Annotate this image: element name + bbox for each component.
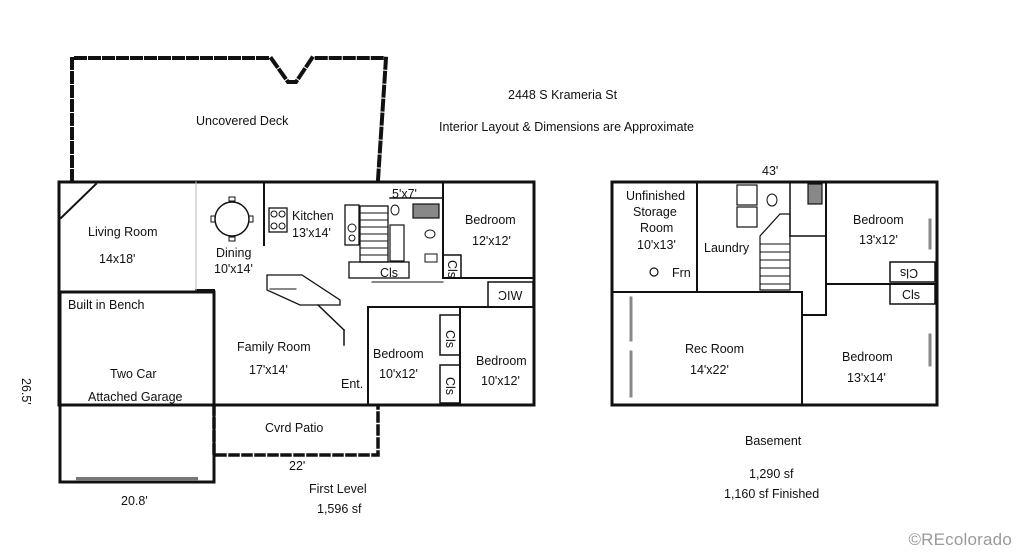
living-room-size: 14x18' [99, 252, 136, 266]
basement-bedroom-b-name: Bedroom [842, 350, 893, 364]
address-label: 2448 S Krameria St [508, 88, 618, 102]
storage-line-1: Unfinished [626, 189, 686, 203]
garage-line-1: Two Car [110, 367, 157, 381]
first-level-area: 1,596 sf [317, 502, 362, 516]
basement-title: Basement [745, 434, 802, 448]
garage-outline [58, 290, 216, 484]
laundry-label: Laundry [704, 241, 750, 255]
rec-room-size: 14'x22' [690, 363, 729, 377]
basement-finished-area: 1,160 sf Finished [724, 487, 820, 501]
watermark: ©REcolorado [908, 530, 1012, 549]
storage-line-2: Storage [633, 205, 677, 219]
bath-size: 5'x7' [392, 187, 417, 201]
garage-line-2: Attached Garage [88, 390, 183, 404]
basement-closet-a: Cls [900, 266, 919, 280]
furnace-label: Frn [672, 266, 691, 280]
deck-label: Uncovered Deck [196, 114, 289, 128]
basement-bedroom-a-name: Bedroom [853, 213, 904, 227]
dim-garage-width-label: 20.8' [121, 494, 148, 508]
basement-bedroom-b-size: 13'x14' [847, 371, 886, 385]
bedroom-b-size: 10'x12' [379, 367, 418, 381]
rec-room-name: Rec Room [685, 342, 745, 356]
dim-side-label: 26.5' [19, 378, 33, 405]
storage-size: 10'x13' [637, 238, 676, 252]
living-room-name: Living Room [88, 225, 158, 239]
closet-c-label: Cls [443, 330, 457, 349]
kitchen-name: Kitchen [292, 209, 334, 223]
dim-bottom-label: 22' [289, 459, 306, 473]
bedroom-b-name: Bedroom [373, 347, 424, 361]
basement-closet-b: Cls [902, 288, 921, 302]
family-room-name: Family Room [237, 340, 311, 354]
storage-line-3: Room [640, 221, 674, 235]
deck-outline [70, 56, 389, 183]
patio-outline [212, 404, 380, 457]
basement-bedroom-a-size: 13'x12' [859, 233, 898, 247]
bedroom-a-name: Bedroom [465, 213, 516, 227]
closet-d-label: Cls [443, 377, 457, 396]
first-level-title: First Level [309, 482, 367, 496]
disclaimer-label: Interior Layout & Dimensions are Approxi… [439, 120, 694, 134]
closet-b-label: Cls [445, 260, 459, 279]
kitchen-size: 13'x14' [292, 226, 331, 240]
bedroom-c-name: Bedroom [476, 354, 527, 368]
patio-label: Cvrd Patio [265, 421, 324, 435]
family-room-size: 17'x14' [249, 363, 288, 377]
basement-outline [610, 180, 939, 407]
bedroom-c-size: 10'x12' [481, 374, 520, 388]
entry-label: Ent. [341, 377, 364, 391]
wic-label: WIC [498, 289, 523, 303]
dining-name: Dining [216, 246, 252, 260]
basement-area: 1,290 sf [749, 467, 794, 481]
bench-label: Built in Bench [68, 298, 145, 312]
basement-dim-top: 43' [762, 164, 779, 178]
closet-a-label: Cls [380, 266, 399, 280]
bedroom-a-size: 12'x12' [472, 234, 511, 248]
dining-size: 10'x14' [214, 262, 253, 276]
